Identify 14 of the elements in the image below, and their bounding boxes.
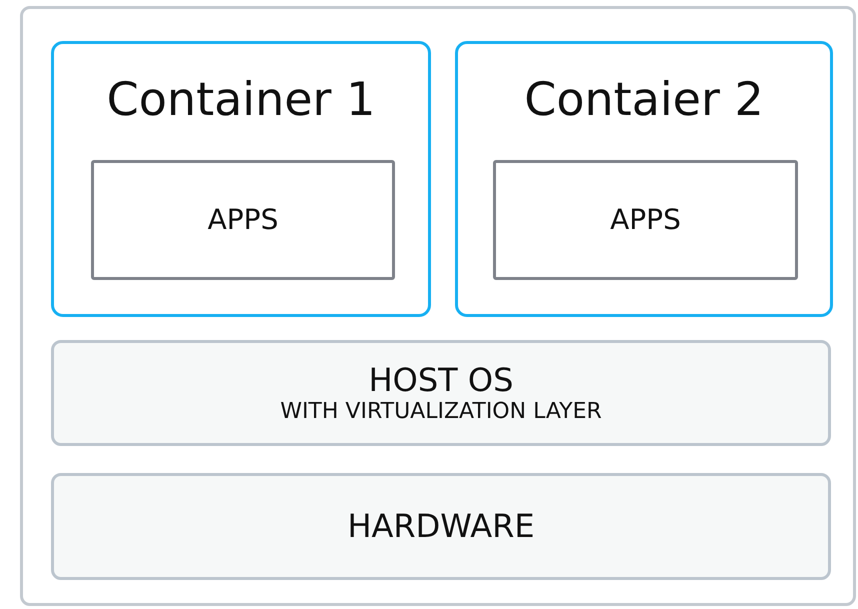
os-layer: [51, 340, 831, 446]
layer-title: HOST OS: [368, 360, 514, 399]
hardware-layer: [51, 473, 831, 580]
app-box: [91, 160, 395, 280]
container-title: Container 1: [106, 72, 376, 128]
layer-subtitle: WITH VIRTUALIZATION LAYER: [280, 399, 602, 426]
layer-title: HARDWARE: [347, 507, 535, 546]
app-box: [493, 160, 798, 280]
app-label: APPS: [208, 203, 278, 237]
container-box: [51, 41, 431, 317]
app-label: APPS: [610, 203, 681, 237]
container-title: Contaier 2: [524, 72, 764, 128]
container-box: [455, 41, 833, 317]
system-frame: [20, 6, 856, 606]
